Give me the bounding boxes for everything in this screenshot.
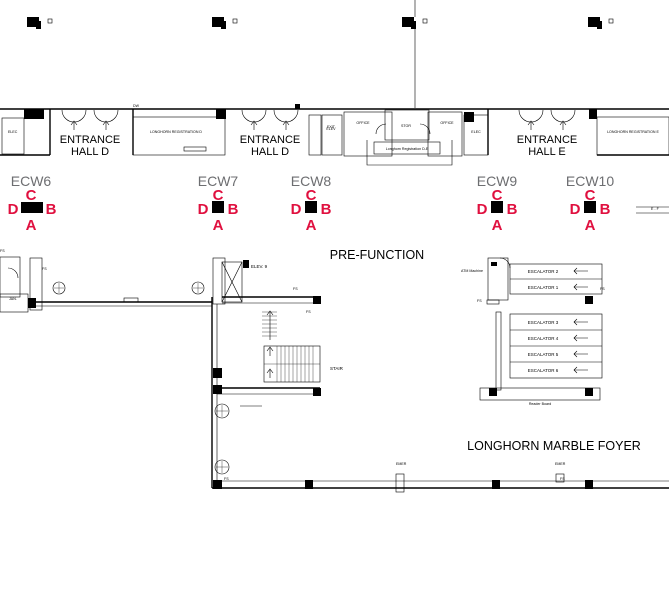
- column-ecw9-marker: [491, 201, 503, 213]
- stair-core: [211, 257, 321, 488]
- column-ecw9: ECW9 C D B A: [477, 173, 518, 234]
- room-label-stor: STOR: [401, 124, 411, 128]
- svg-text:EMER: EMER: [396, 462, 407, 466]
- entrance-hall-d-right-line1: ENTRANCE: [240, 134, 301, 146]
- column-ecw6: ECW6 C D B A: [8, 173, 57, 234]
- column-ecw8: ECW8 C D B A: [291, 173, 332, 234]
- svg-text:EXIT: EXIT: [327, 125, 336, 129]
- ecw8-side-c: C: [306, 187, 317, 204]
- svg-text:FS: FS: [42, 267, 47, 271]
- entrance-arrows: [70, 120, 567, 130]
- elevator-9-label: ELEV. 9: [251, 264, 268, 269]
- ecw8-side-b: B: [321, 201, 332, 218]
- svg-text:EMER: EMER: [555, 462, 566, 466]
- escalator-2-label: ESCALATOR 2: [528, 269, 559, 274]
- ecw9-side-b: B: [507, 201, 518, 218]
- ecw6-side-d: D: [8, 201, 19, 218]
- ecw9-side-c: C: [492, 187, 503, 204]
- entrance-hall-e-line2: HALL E: [528, 146, 566, 158]
- ecw6-side-c: C: [26, 187, 37, 204]
- room-label-elec-right: ELEC: [471, 130, 481, 134]
- foyer-bottom-wall: [212, 473, 669, 493]
- column-label-ecw6: ECW6: [11, 173, 52, 189]
- ecw8-side-a: A: [306, 217, 317, 234]
- ceiling-fixtures: [27, 0, 614, 108]
- ecw10-side-a: A: [585, 217, 596, 234]
- column-label-ecw9: ECW9: [477, 173, 518, 189]
- column-ecw6-marker: [21, 202, 43, 213]
- svg-text:FS: FS: [0, 249, 5, 253]
- upper-walls: [0, 104, 669, 166]
- column-ecw7: ECW7 C D B A: [198, 173, 239, 234]
- ecw8-side-d: D: [291, 201, 302, 218]
- room-label-office-right: OFFICE: [440, 121, 454, 125]
- escalator-4-label: ESCALATOR 4: [528, 336, 559, 341]
- room-label-office-left: OFFICE: [356, 121, 370, 125]
- jan-label: JAN.: [9, 297, 17, 301]
- column-ecw7-marker: [212, 201, 224, 213]
- fire-sprinkler-markers: FS FS FS FS FS FS FS FS EMER EMER EXIT: [0, 125, 605, 481]
- svg-text:FS: FS: [306, 310, 311, 314]
- column-ecw8-marker: [305, 201, 317, 213]
- ecw10-side-d: D: [570, 201, 581, 218]
- room-label-registration-e: LONGHORN REGISTRATION E: [607, 130, 659, 134]
- escalator-5-label: ESCALATOR 5: [528, 352, 559, 357]
- room-label-registration-d: LONGHORN REGISTRATION D: [150, 130, 202, 134]
- entrance-hall-d-left-line1: ENTRANCE: [60, 134, 121, 146]
- entrance-hall-d-left-line2: HALL D: [71, 146, 109, 158]
- room-label-registration-de: Longhorn Registration D-E: [386, 147, 429, 151]
- svg-text:FS: FS: [293, 287, 298, 291]
- ecw10-side-b: B: [600, 201, 611, 218]
- room-label-elec: ELEC: [8, 130, 18, 134]
- ecw6-side-b: B: [46, 201, 57, 218]
- escalator-1-label: ESCALATOR 1: [528, 285, 559, 290]
- ecw7-side-c: C: [213, 187, 224, 204]
- room-ref-label: E - F: [651, 207, 660, 211]
- escalator-bank: [479, 257, 603, 401]
- entrance-hall-d-right-line2: HALL D: [251, 146, 289, 158]
- longhorn-marble-foyer-label: LONGHORN MARBLE FOYER: [467, 439, 641, 453]
- entrance-hall-e-line1: ENTRANCE: [517, 134, 578, 146]
- escalator-6-label: ESCALATOR 6: [528, 368, 559, 373]
- room-label-elev: ELEV: [326, 127, 336, 131]
- ecw7-side-d: D: [198, 201, 209, 218]
- column-label-ecw7: ECW7: [198, 173, 239, 189]
- stair-label: STAIR: [330, 366, 344, 371]
- column-ecw10: ECW10 C D B A: [566, 173, 614, 234]
- reader-board-label: Reader Board: [529, 402, 551, 406]
- svg-text:FS: FS: [224, 477, 229, 481]
- column-label-ecw10: ECW10: [566, 173, 614, 189]
- pre-function-label: PRE-FUNCTION: [330, 248, 424, 262]
- ecw6-side-a: A: [26, 217, 37, 234]
- column-label-ecw8: ECW8: [291, 173, 332, 189]
- ecw9-side-d: D: [477, 201, 488, 218]
- ecw9-side-a: A: [492, 217, 503, 234]
- ecw7-side-a: A: [213, 217, 224, 234]
- svg-text:FS: FS: [477, 299, 482, 303]
- escalator-3-label: ESCALATOR 3: [528, 320, 559, 325]
- left-corridor: [0, 256, 212, 313]
- ecw10-side-c: C: [585, 187, 596, 204]
- column-ecw10-marker: [584, 201, 596, 213]
- svg-text:FS: FS: [600, 287, 605, 291]
- svg-text:FS: FS: [560, 477, 565, 481]
- atm-label: ATM Machine: [461, 269, 483, 273]
- dw-label: DW: [133, 104, 140, 108]
- ecw7-side-b: B: [228, 201, 239, 218]
